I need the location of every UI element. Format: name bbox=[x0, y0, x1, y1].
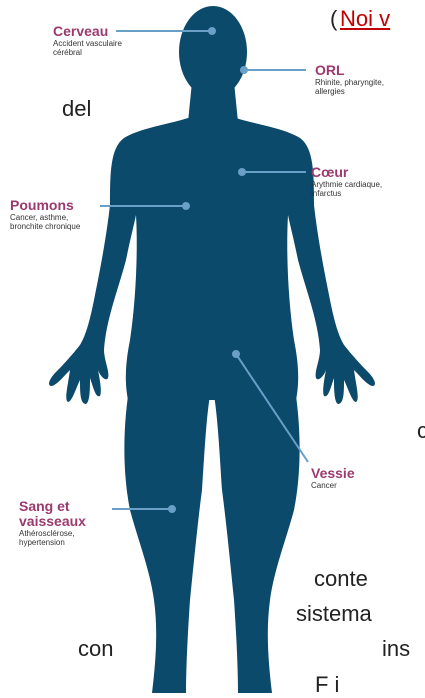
label-poumons-title: Poumons bbox=[10, 198, 80, 213]
dot-coeur bbox=[239, 169, 245, 175]
label-sang-title: Sang et vaisseaux bbox=[19, 499, 86, 529]
label-vessie: Vessie Cancer bbox=[311, 466, 355, 490]
dot-poumons bbox=[183, 203, 189, 209]
label-poumons: Poumons Cancer, asthme, bronchite chroni… bbox=[10, 198, 80, 231]
label-orl-desc: Rhinite, pharyngite, allergies bbox=[315, 78, 384, 96]
label-cerveau: Cerveau Accident vasculaire cérébral bbox=[53, 24, 122, 57]
torso-arms-shape bbox=[49, 118, 375, 404]
label-orl-title: ORL bbox=[315, 63, 384, 78]
label-orl: ORL Rhinite, pharyngite, allergies bbox=[315, 63, 384, 96]
label-coeur-desc: Arythmie cardiaque, infarctus bbox=[311, 180, 382, 198]
neck-shape bbox=[188, 82, 238, 122]
legs-shape bbox=[124, 395, 299, 693]
dot-cerveau bbox=[209, 28, 215, 34]
label-vessie-desc: Cancer bbox=[311, 481, 355, 490]
dot-sang bbox=[169, 506, 175, 512]
dot-vessie bbox=[233, 351, 239, 357]
label-coeur: Cœur Arythmie cardiaque, infarctus bbox=[311, 165, 382, 198]
label-sang-desc: Athérosclérose, hypertension bbox=[19, 529, 86, 547]
label-coeur-title: Cœur bbox=[311, 165, 382, 180]
dot-orl bbox=[241, 67, 247, 73]
label-cerveau-desc: Accident vasculaire cérébral bbox=[53, 39, 122, 57]
label-cerveau-title: Cerveau bbox=[53, 24, 122, 39]
label-poumons-desc: Cancer, asthme, bronchite chronique bbox=[10, 213, 80, 231]
body-silhouette bbox=[49, 6, 375, 693]
label-sang: Sang et vaisseaux Athérosclérose, hypert… bbox=[19, 499, 86, 547]
label-vessie-title: Vessie bbox=[311, 466, 355, 481]
